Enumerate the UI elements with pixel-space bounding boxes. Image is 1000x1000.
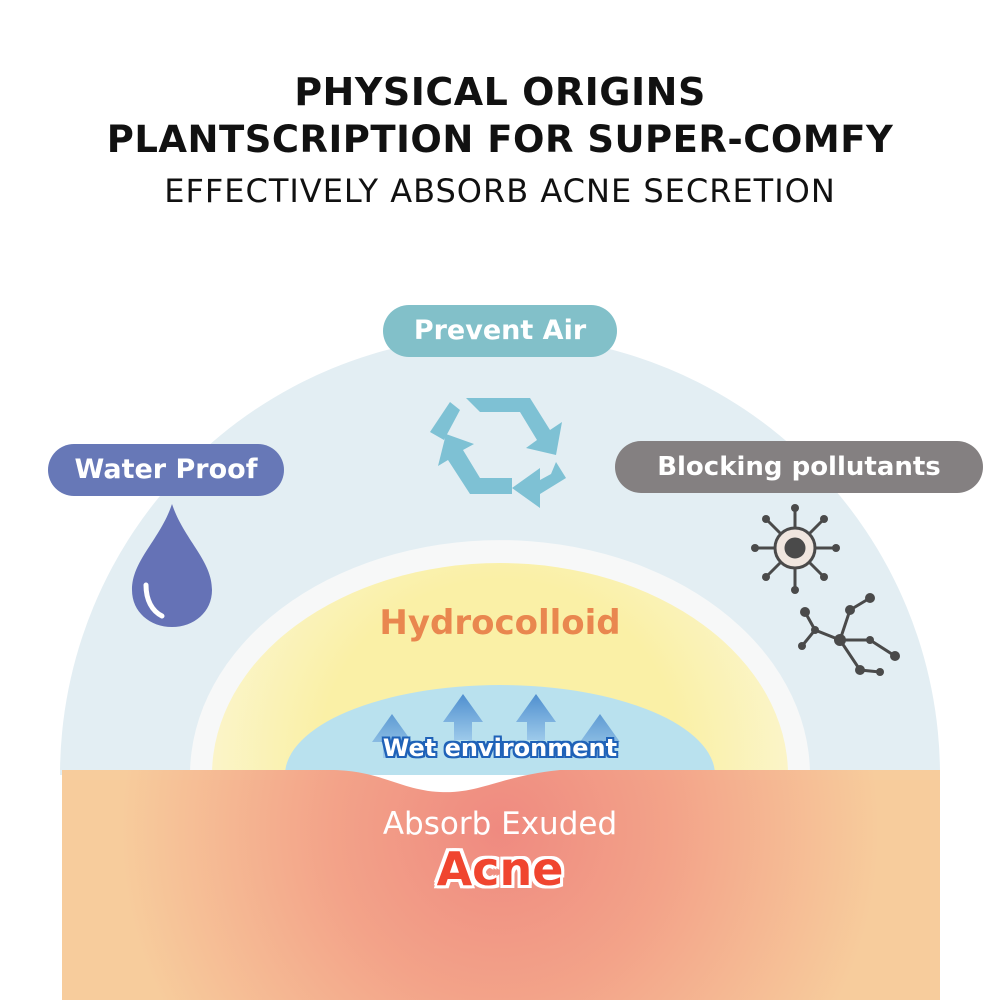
water-drop-icon	[132, 504, 212, 627]
acne-label: Acne	[436, 842, 564, 896]
blocking-pollutants-badge: Blocking pollutants	[615, 441, 983, 493]
prevent-air-badge: Prevent Air	[383, 305, 617, 357]
arrow-up-icon	[372, 694, 620, 758]
wet-environment-label: Wet environment	[382, 734, 618, 762]
recycle-icon	[430, 398, 566, 508]
absorb-exuded-label: Absorb Exuded	[382, 806, 618, 842]
skin-layer	[62, 770, 940, 1000]
subtitle: EFFECTIVELY ABSORB ACNE SECRETION	[164, 172, 836, 210]
water-proof-badge: Water Proof	[48, 444, 284, 496]
title-line-1: PHYSICAL ORIGINS	[294, 70, 706, 114]
bacteria-icon	[751, 504, 900, 676]
header: PHYSICAL ORIGINS PLANTSCRIPTION FOR SUPE…	[0, 68, 1000, 216]
title-line-2: PLANTSCRIPTION FOR SUPER-COMFY	[106, 118, 894, 161]
hydrocolloid-label: Hydrocolloid	[379, 603, 621, 643]
